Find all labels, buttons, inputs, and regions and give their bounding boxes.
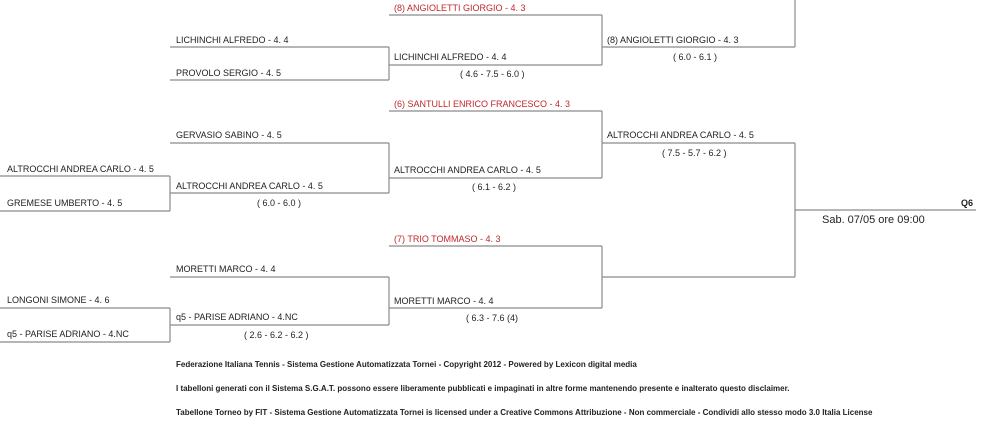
- player-name: LONGONI SIMONE - 4. 6: [7, 295, 110, 305]
- footer-copyright: Federazione Italiana Tennis - Sistema Ge…: [176, 360, 637, 369]
- match-score: ( 6.3 - 7.6 (4): [466, 313, 519, 323]
- final-code: Q6: [961, 198, 974, 208]
- match-winner: MORETTI MARCO - 4. 4: [394, 296, 494, 306]
- match-schedule: Sab. 07/05 ore 09:00: [822, 214, 925, 226]
- match-score: ( 7.5 - 5.7 - 6.2 ): [662, 148, 727, 158]
- match-score: ( 2.6 - 6.2 - 6.2 ): [244, 330, 309, 340]
- match-winner: q5 - PARISE ADRIANO - 4.NC: [176, 312, 298, 322]
- match-score: ( 6.1 - 6.2 ): [472, 182, 517, 192]
- seeded-player: (8) ANGIOLETTI GIORGIO - 4. 3: [394, 3, 526, 13]
- match-winner: ALTROCCHI ANDREA CARLO - 4. 5: [607, 130, 754, 140]
- seeded-player: (7) TRIO TOMMASO - 4. 3: [394, 234, 501, 244]
- match-winner: LICHINCHI ALFREDO - 4. 4: [394, 52, 507, 62]
- footer-license: Tabellone Torneo by FIT - Sistema Gestio…: [176, 408, 873, 417]
- seeded-player: (6) SANTULLI ENRICO FRANCESCO - 4. 3: [394, 99, 571, 109]
- match-winner: ALTROCCHI ANDREA CARLO - 4. 5: [176, 181, 323, 191]
- player-name: MORETTI MARCO - 4. 4: [176, 264, 276, 274]
- player-name: ALTROCCHI ANDREA CARLO - 4. 5: [7, 164, 154, 174]
- player-name: GREMESE UMBERTO - 4. 5: [7, 198, 123, 208]
- match-score: ( 4.6 - 7.5 - 6.0 ): [460, 69, 525, 79]
- player-name: q5 - PARISE ADRIANO - 4.NC: [7, 329, 129, 339]
- footer-disclaimer: I tabelloni generati con il Sistema S.G.…: [176, 384, 790, 393]
- match-score: ( 6.0 - 6.1 ): [673, 52, 718, 62]
- match-winner: ALTROCCHI ANDREA CARLO - 4. 5: [394, 165, 541, 175]
- player-name: PROVOLO SERGIO - 4. 5: [176, 68, 282, 78]
- player-name: GERVASIO SABINO - 4. 5: [176, 130, 282, 140]
- match-winner: (8) ANGIOLETTI GIORGIO - 4. 3: [607, 35, 739, 45]
- player-name: LICHINCHI ALFREDO - 4. 4: [176, 35, 289, 45]
- match-score: ( 6.0 - 6.0 ): [257, 198, 302, 208]
